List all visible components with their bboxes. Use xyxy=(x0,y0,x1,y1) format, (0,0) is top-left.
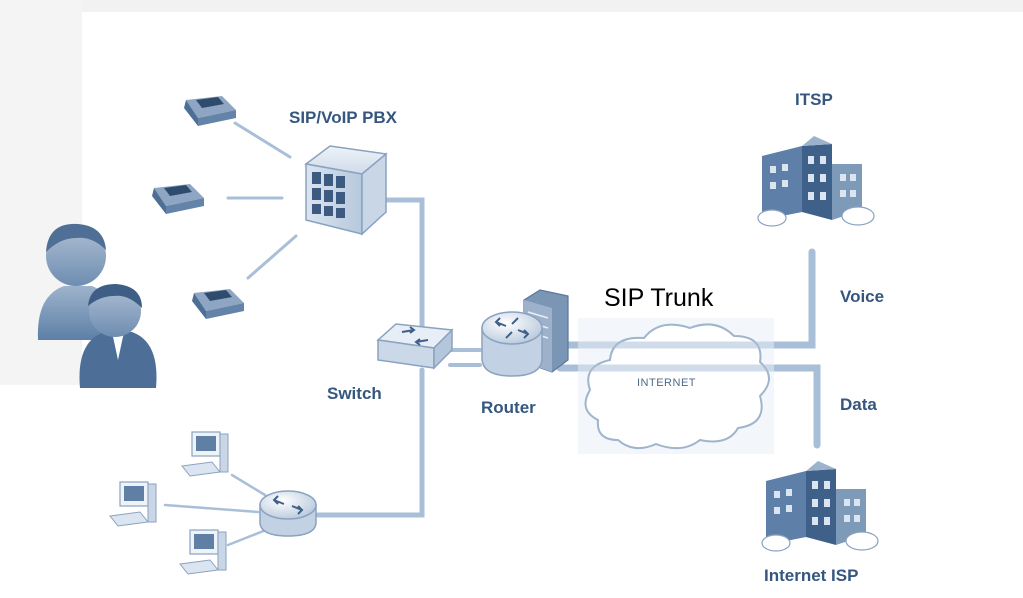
data-label: Data xyxy=(840,395,877,414)
phone-link-3 xyxy=(246,234,298,280)
router-icon xyxy=(259,490,317,537)
building-icon xyxy=(757,136,875,227)
cloud-icon xyxy=(578,318,774,454)
switch-icon xyxy=(376,323,454,370)
router-label: Router xyxy=(481,398,536,417)
internet-label: INTERNET xyxy=(637,377,696,389)
voice-label: Voice xyxy=(840,287,885,306)
switch-lan-link xyxy=(315,367,425,518)
switch-label: Switch xyxy=(327,384,382,403)
computer-icon xyxy=(179,529,227,575)
users-icon xyxy=(37,223,157,388)
ip-phone-icon xyxy=(152,184,204,214)
internet-isp-label: Internet ISP xyxy=(764,566,859,585)
ip-phone-icon xyxy=(184,96,236,126)
ip-phone-icon xyxy=(192,289,244,319)
computer-icon xyxy=(109,481,157,527)
router-icon xyxy=(481,289,569,377)
computer-icon xyxy=(181,431,229,477)
pbx-switch-link xyxy=(383,197,425,333)
sip-trunk-label: SIP Trunk xyxy=(604,284,714,312)
phone-link-1 xyxy=(233,121,292,159)
itsp-label: ITSP xyxy=(795,90,833,109)
pbx-label: SIP/VoIP PBX xyxy=(289,108,398,127)
building-icon xyxy=(761,461,879,552)
pbx-server-icon xyxy=(304,145,388,236)
